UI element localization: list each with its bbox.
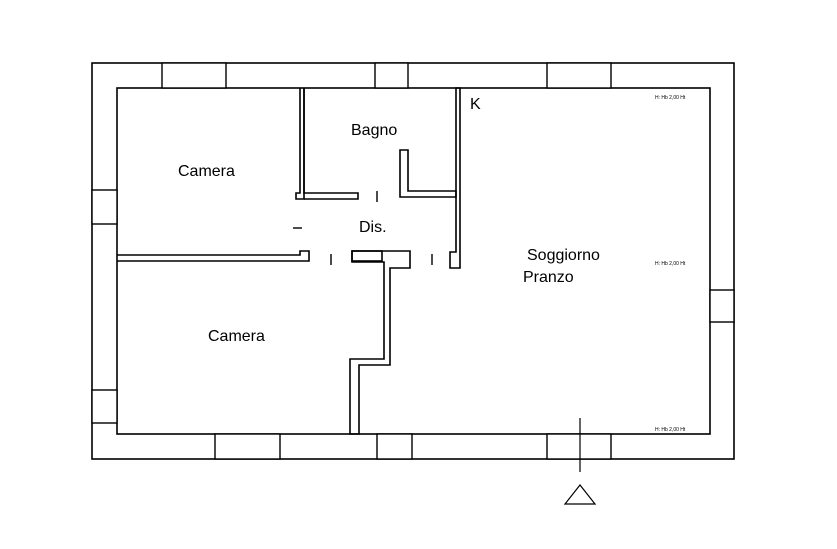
window-top-right (546, 62, 612, 89)
label-camera-top: Camera (178, 163, 235, 180)
label-dis: Dis. (359, 219, 387, 236)
wall-between-cameras (117, 250, 310, 262)
label-bagno: Bagno (351, 122, 397, 139)
window-left-lower (91, 389, 118, 424)
window-note-top: H: Hb 2,00 Ht (655, 95, 686, 101)
wall-camera-top-right (295, 88, 305, 200)
window-top-left (161, 62, 227, 89)
wall-bagno-living (449, 87, 461, 269)
label-soggiorno: Soggiorno (527, 247, 600, 264)
outer-wall-outline (91, 62, 735, 460)
window-note-bottom: H: Hb 2,00 Ht (655, 427, 686, 433)
wall-bagno-left (303, 88, 359, 200)
window-right (709, 289, 735, 323)
window-bottom-mid (376, 433, 413, 460)
dis-closet (351, 250, 383, 262)
window-top-bathroom (374, 62, 409, 89)
window-left-upper (91, 189, 118, 225)
window-note-mid: H: Hb 2,00 Ht (655, 261, 686, 267)
entrance-arrow-icon (563, 484, 597, 505)
window-bottom-left (214, 433, 281, 460)
label-kitchen: K (470, 96, 481, 113)
label-camera-bottom: Camera (208, 328, 265, 345)
wall-bagno-bottom-right (399, 149, 457, 198)
entrance-door (546, 433, 612, 460)
label-pranzo: Pranzo (523, 269, 574, 286)
wall-dis-bottom (349, 250, 411, 435)
